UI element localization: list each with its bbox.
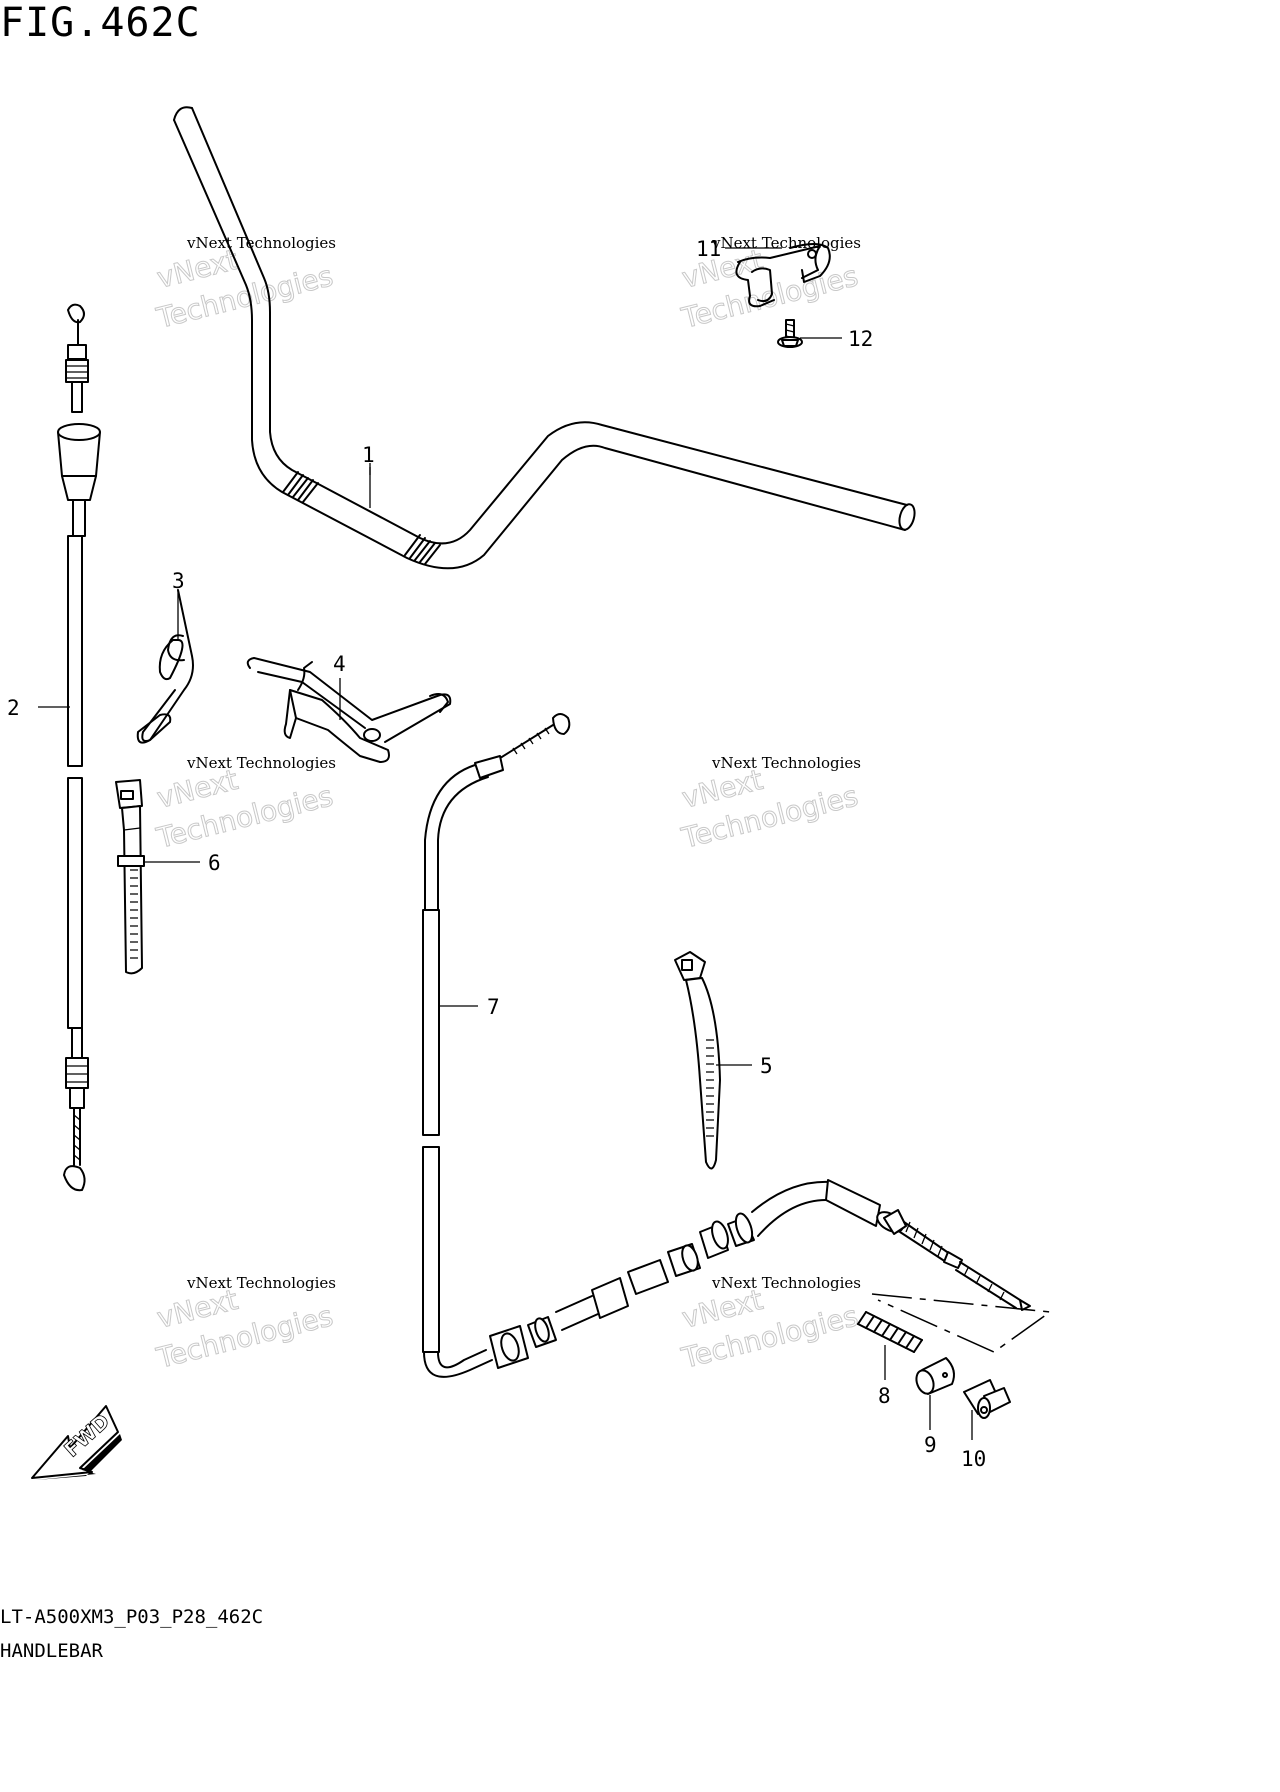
callout-7: 7 <box>487 995 500 1019</box>
figure-title: FIG.462C <box>0 0 201 46</box>
callout-3: 3 <box>172 569 185 593</box>
svg-text:vNext Technologies: vNext Technologies <box>711 1274 861 1292</box>
callout-12: 12 <box>848 327 873 351</box>
part-throttle-cable <box>57 303 101 1192</box>
part-cable-tie <box>674 951 721 1170</box>
svg-text:vNext Technologies: vNext Technologies <box>186 1274 336 1292</box>
svg-text:vNext Technologies: vNext Technologies <box>186 754 336 772</box>
callout-5: 5 <box>760 1054 773 1078</box>
part-bolt <box>777 319 803 348</box>
part-handlebar <box>173 106 916 570</box>
part-holder <box>246 657 452 763</box>
callout-6: 6 <box>208 851 221 875</box>
svg-text:vNext Technologies: vNext Technologies <box>711 234 861 252</box>
callout-4: 4 <box>333 652 346 676</box>
watermark: vNext Technologies vNext Technologies vN… <box>152 234 861 1376</box>
assembly-dashed-line <box>871 1293 1053 1353</box>
callout-8: 8 <box>878 1384 891 1408</box>
callout-9: 9 <box>924 1433 937 1457</box>
part-brake-cable <box>422 713 1031 1378</box>
part-nut <box>963 1379 1011 1419</box>
callout-10: 10 <box>961 1447 986 1471</box>
diagram-title: HANDLEBAR <box>0 1640 103 1662</box>
callout-1: 1 <box>362 443 375 467</box>
diagram-code: LT-A500XM3_P03_P28_462C <box>0 1606 264 1628</box>
callout-2: 2 <box>7 696 20 720</box>
svg-text:vNext Technologies: vNext Technologies <box>186 234 336 252</box>
part-clip <box>136 589 194 744</box>
callout-11: 11 <box>696 237 721 261</box>
fwd-arrow-icon: FWD <box>31 1405 122 1480</box>
part-bracket <box>735 243 831 308</box>
part-spring <box>857 1311 923 1353</box>
svg-text:vNext Technologies: vNext Technologies <box>711 754 861 772</box>
part-joint <box>915 1357 955 1395</box>
part-band <box>115 779 145 975</box>
